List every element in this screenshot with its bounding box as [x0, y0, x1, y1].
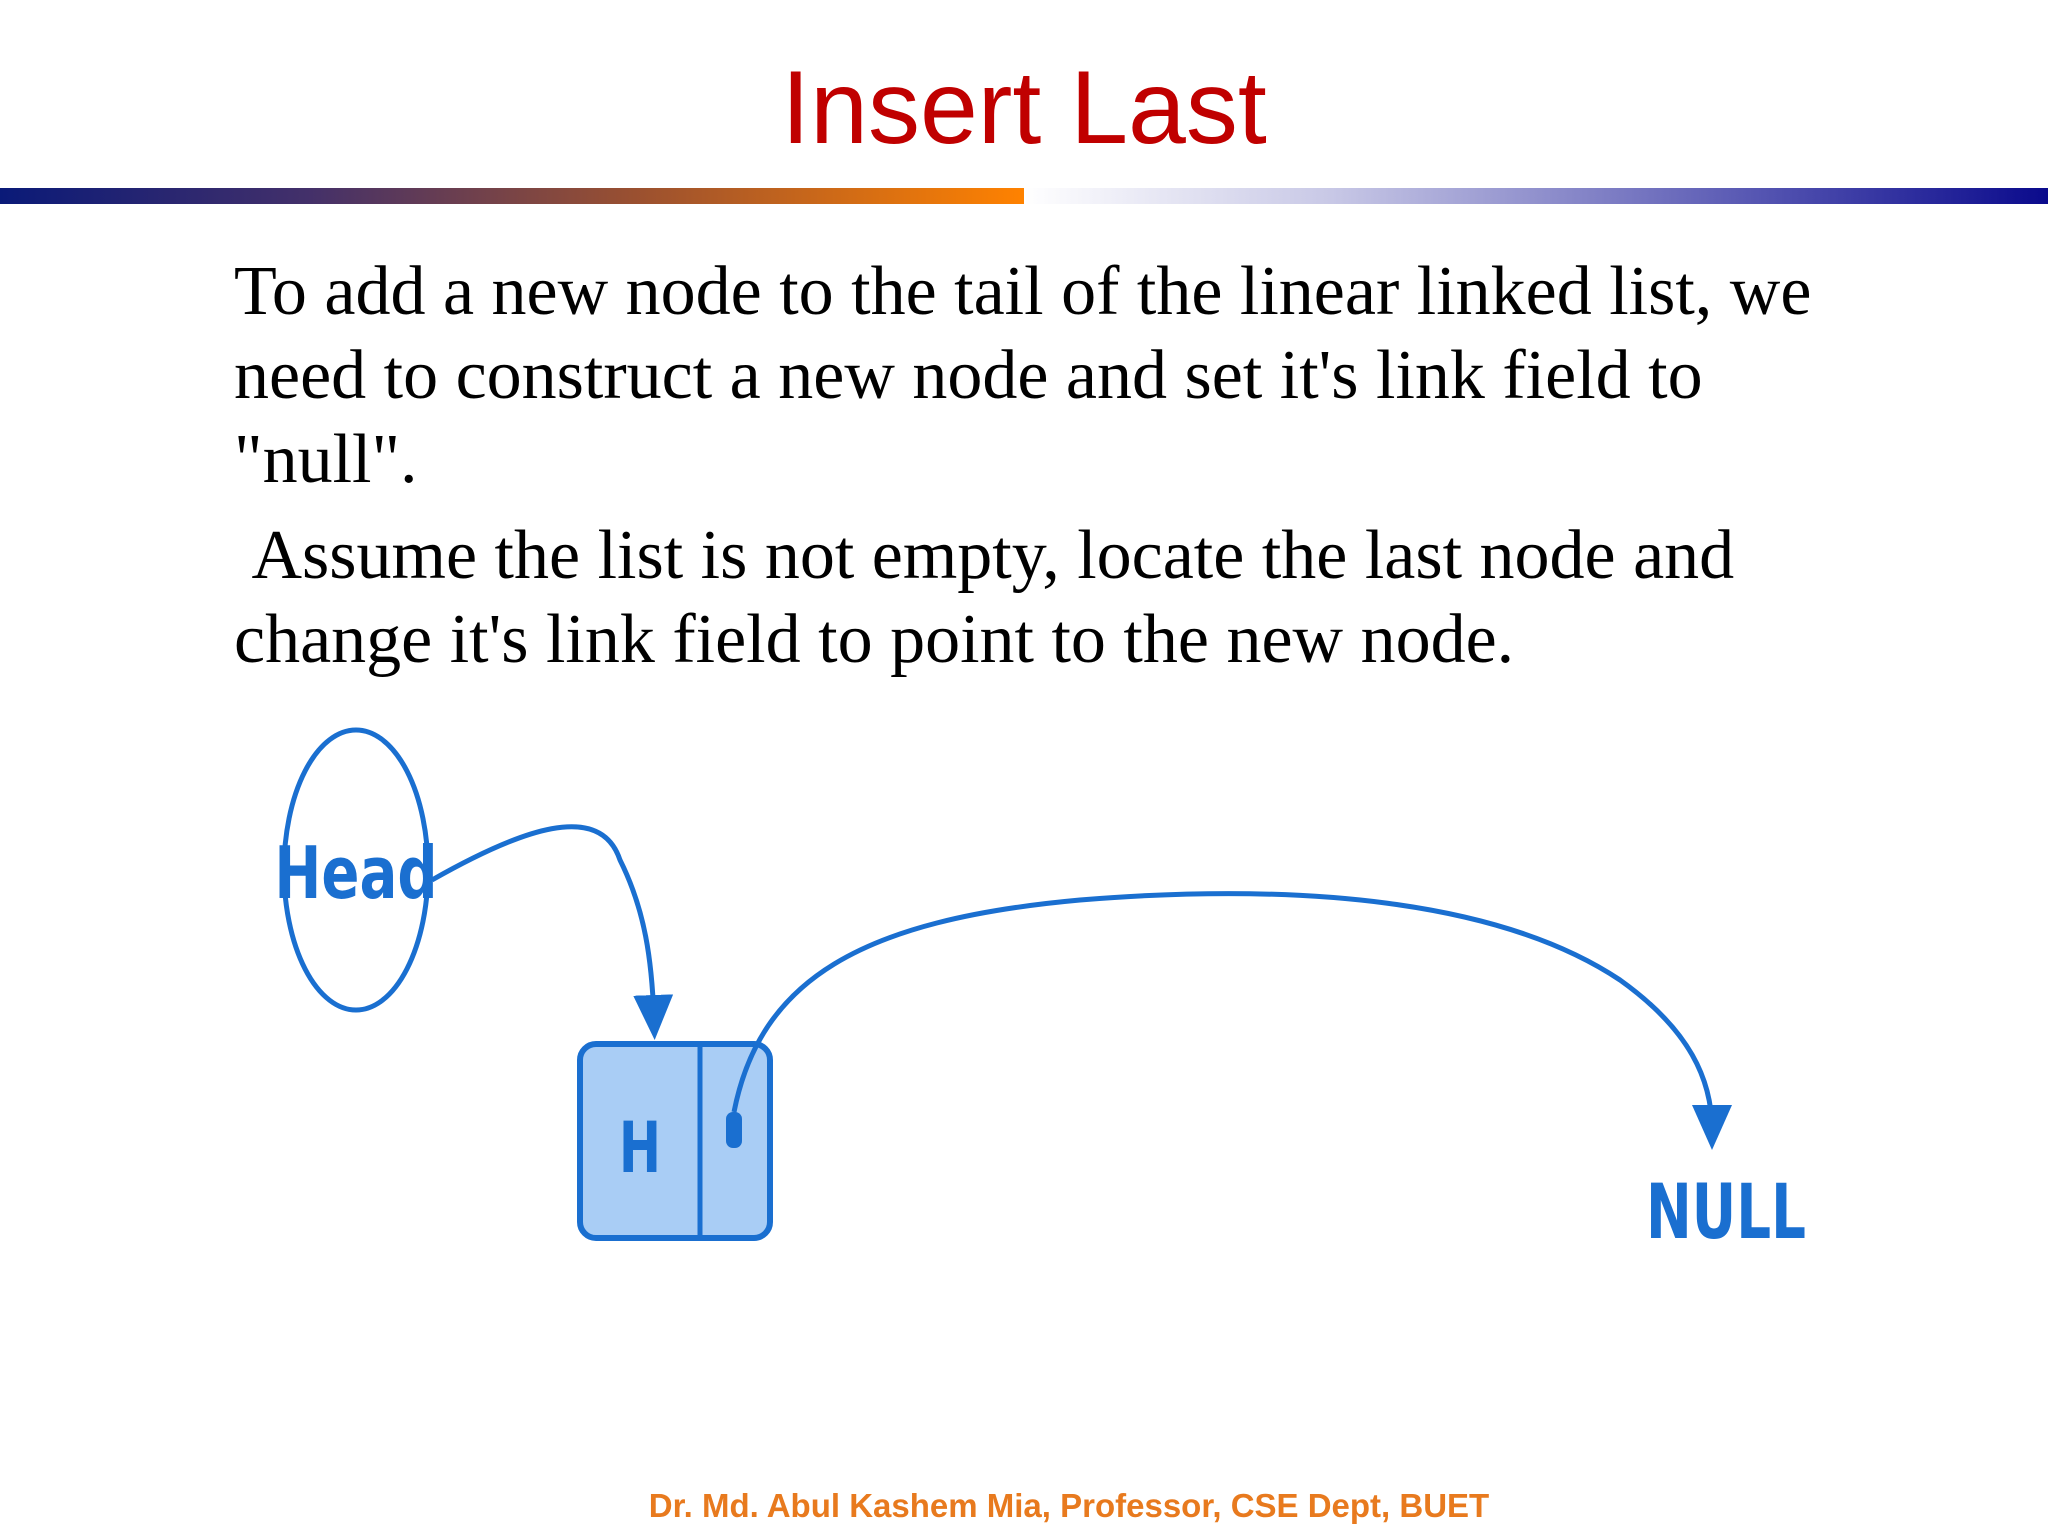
- node-box: [577, 1041, 773, 1241]
- head-label: Head: [274, 832, 437, 916]
- head-to-node-arrow: [430, 824, 674, 1040]
- node-link-dot: [726, 1112, 742, 1148]
- slide-title: Insert Last: [781, 50, 1267, 166]
- null-label: NULL: [1646, 1168, 1806, 1256]
- title-underline-right: [1024, 188, 2048, 204]
- node-data-label: H: [619, 1108, 661, 1189]
- node-to-null-arrow: [731, 891, 1732, 1150]
- title-underline-left: [0, 188, 1024, 204]
- footer-credit: Dr. Md. Abul Kashem Mia, Professor, CSE …: [648, 1487, 1490, 1524]
- paragraph-1: To add a new node to the tail of the lin…: [234, 253, 1812, 498]
- paragraph-2: Assume the list is not empty, locate the…: [234, 517, 1735, 678]
- head-pointer-ellipse: [281, 727, 431, 1013]
- body-text: To add a new node to the tail of the lin…: [234, 250, 1834, 694]
